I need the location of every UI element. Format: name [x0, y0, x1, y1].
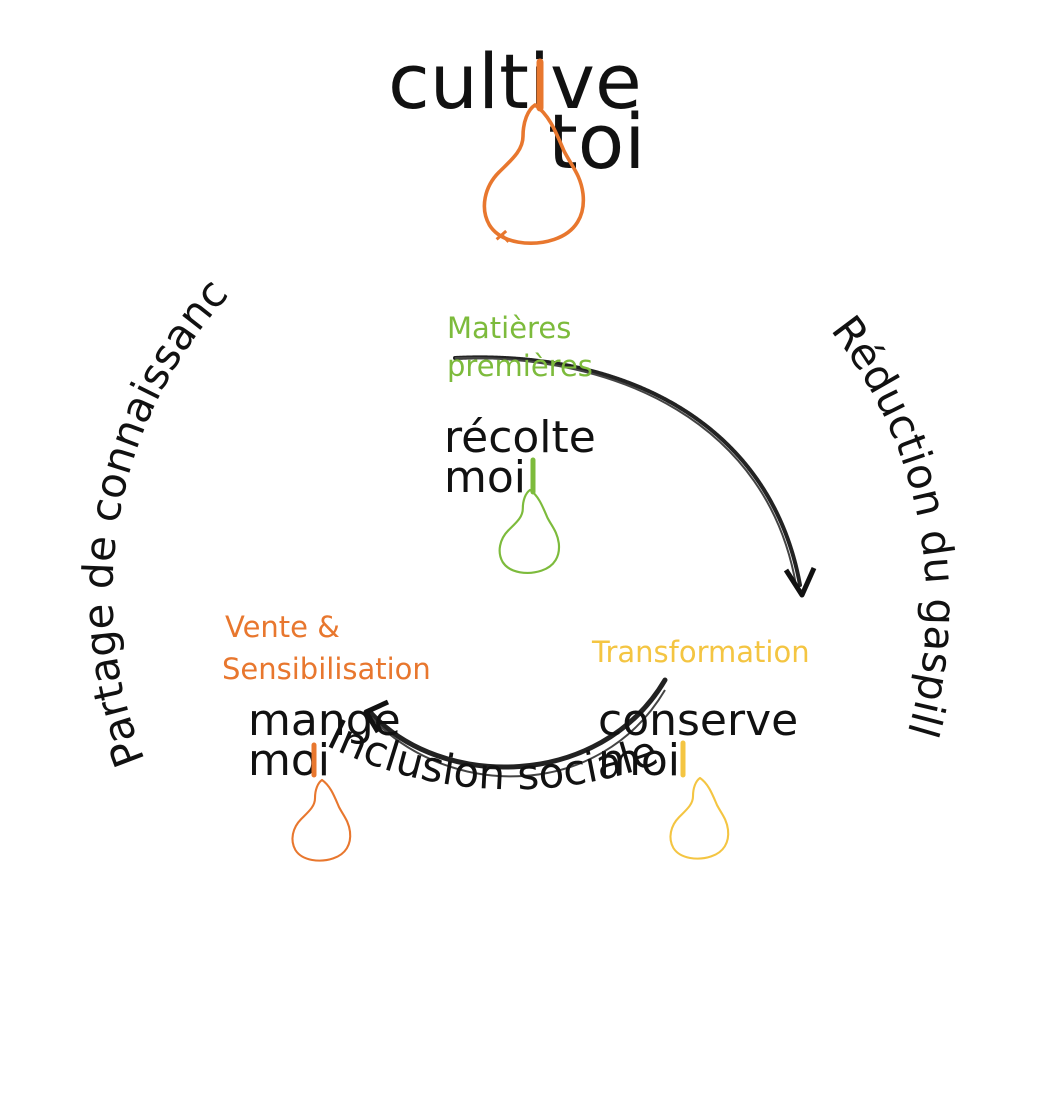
node-transformation: Transformation conserve moi [591, 635, 810, 860]
arrow-bottom-left [363, 677, 668, 778]
arrow-top-right [453, 355, 817, 598]
pear-icon [291, 778, 352, 862]
node-raw-materials-verb: récolte [444, 412, 596, 463]
node-sales-awareness: Vente & Sensibilisation mange moi [222, 610, 431, 862]
node-raw-materials-category-line2: premières [447, 349, 593, 383]
node-sales-awareness-suffix: moi [248, 735, 330, 786]
pear-icon [482, 103, 586, 245]
logo-word-cultive: cultive [388, 37, 642, 126]
node-sales-awareness-verb: mange [248, 695, 401, 746]
node-sales-awareness-category-line2: Sensibilisation [222, 652, 431, 686]
node-transformation-suffix: moi [598, 735, 680, 786]
node-transformation-category: Transformation [591, 635, 810, 669]
outer-label-knowledge-sharing: Partage de connaissances [0, 0, 237, 774]
node-raw-materials-suffix: moi [444, 452, 526, 503]
pear-icon [669, 776, 730, 860]
logo: cultive toi [388, 37, 645, 245]
logo-word-toi: toi [548, 97, 645, 186]
node-sales-awareness-category-line1: Vente & [225, 610, 340, 644]
node-transformation-verb: conserve [598, 695, 798, 746]
node-raw-materials: Matières premières récolte moi [444, 311, 596, 574]
node-raw-materials-category-line1: Matières [447, 311, 571, 345]
